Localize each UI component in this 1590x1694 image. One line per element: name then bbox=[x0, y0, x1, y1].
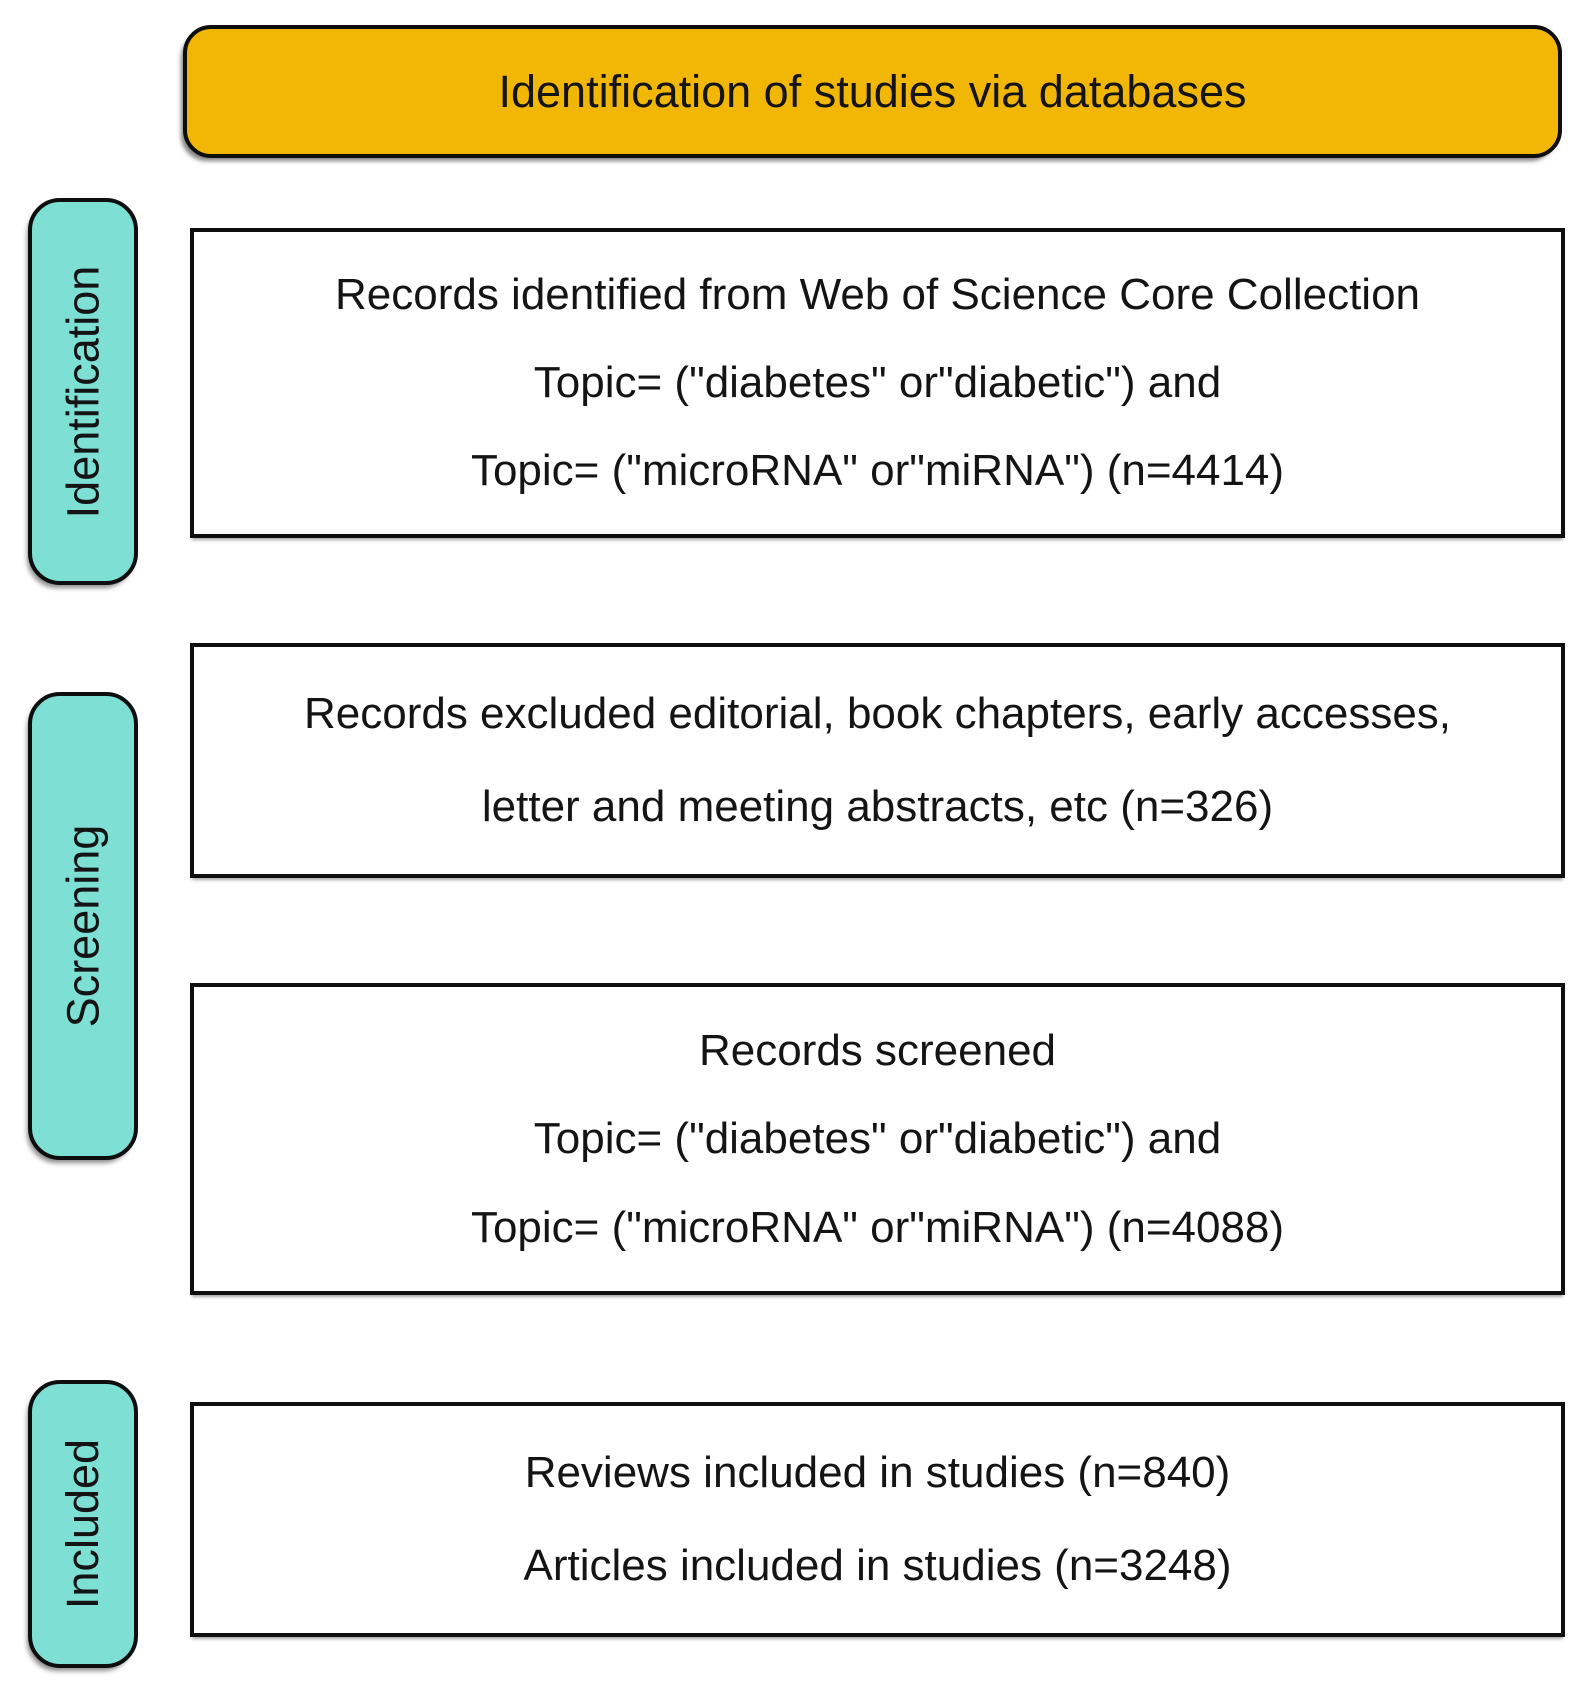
records-screened-line-2: Topic= ("diabetes" or"diabetic") and bbox=[533, 1114, 1222, 1163]
header-box: Identification of studies via databases bbox=[183, 25, 1562, 158]
header-title: Identification of studies via databases bbox=[498, 65, 1247, 117]
records-identified-line-1: Records identified from Web of Science C… bbox=[334, 270, 1421, 319]
records-identified-line-2: Topic= ("diabetes" or"diabetic") and bbox=[533, 358, 1222, 407]
records-excluded-line-1: Records excluded editorial, book chapter… bbox=[303, 689, 1452, 739]
stage-label-included-text: Included bbox=[57, 1438, 109, 1610]
records-screened-box: Records screened Topic= ("diabetes" or"d… bbox=[190, 983, 1565, 1295]
records-screened-line-1: Records screened bbox=[698, 1025, 1057, 1075]
records-excluded-box: Records excluded editorial, book chapter… bbox=[190, 643, 1565, 878]
studies-included-box: Reviews included in studies (n=840) Arti… bbox=[190, 1402, 1565, 1637]
stage-label-identification: Identification bbox=[28, 198, 138, 585]
stage-label-included: Included bbox=[28, 1380, 138, 1668]
records-identified-box: Records identified from Web of Science C… bbox=[190, 228, 1565, 538]
studies-included-line-1: Reviews included in studies (n=840) bbox=[524, 1448, 1231, 1498]
stage-label-screening-text: Screening bbox=[57, 824, 109, 1028]
records-screened-line-3: Topic= ("microRNA" or"miRNA") (n=4088) bbox=[470, 1202, 1285, 1252]
records-excluded-line-2: letter and meeting abstracts, etc (n=326… bbox=[481, 781, 1274, 831]
stage-label-screening: Screening bbox=[28, 692, 138, 1160]
studies-included-line-2: Articles included in studies (n=3248) bbox=[523, 1540, 1232, 1590]
records-identified-line-3: Topic= ("microRNA" or"miRNA") (n=4414) bbox=[470, 446, 1285, 495]
stage-label-identification-text: Identification bbox=[57, 265, 109, 518]
